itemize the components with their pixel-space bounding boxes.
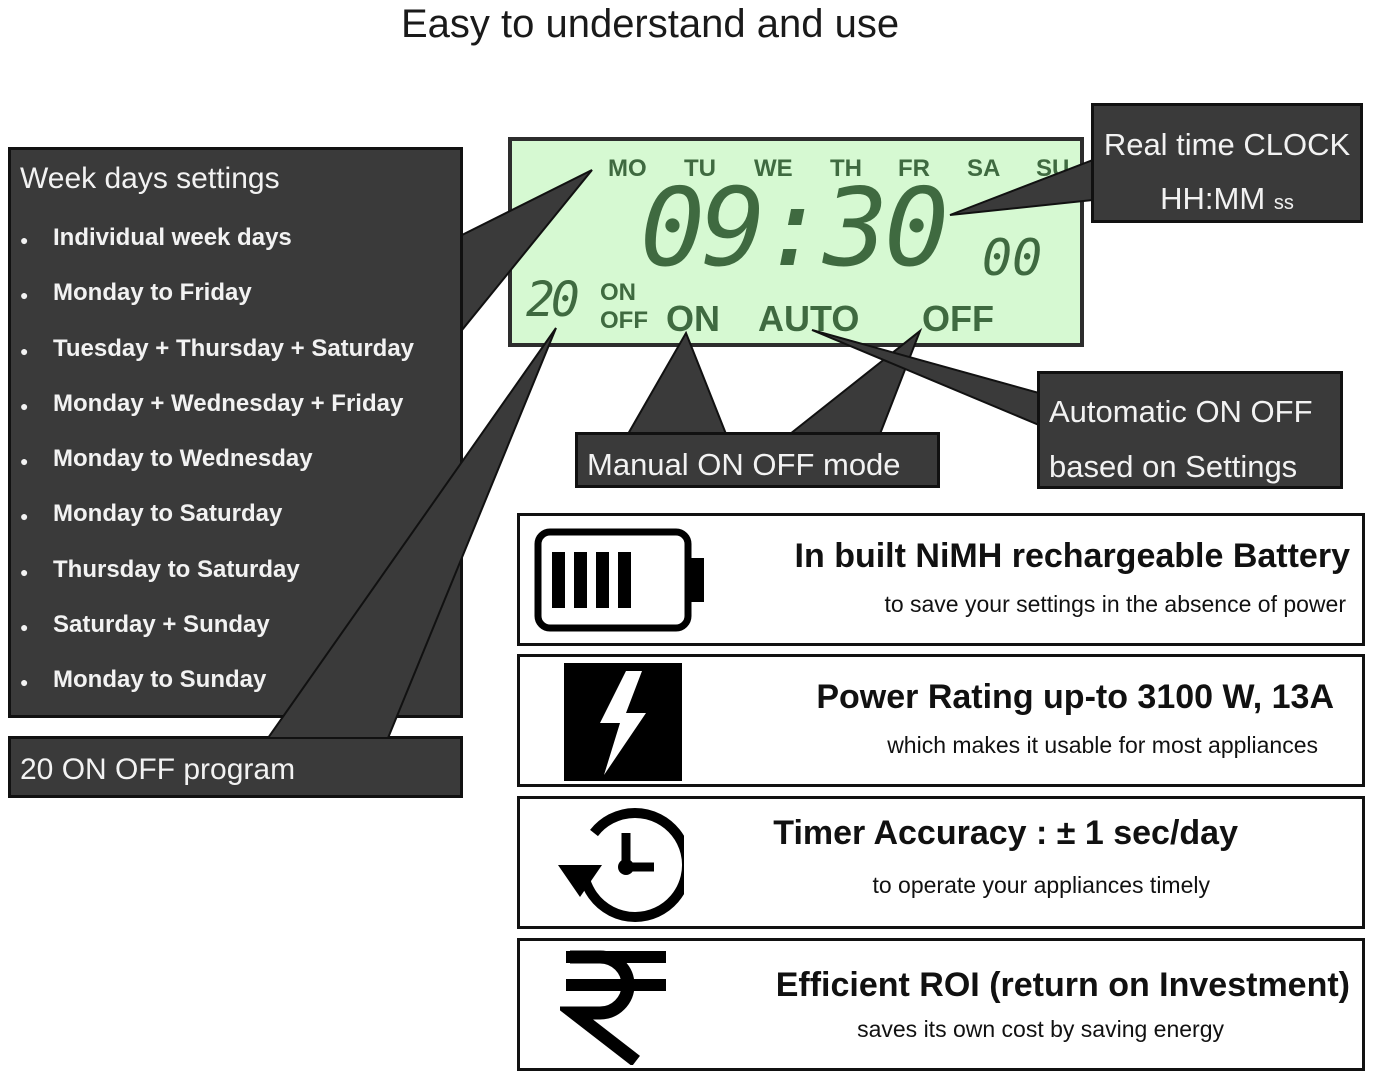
clock-seconds-format: ss (1273, 192, 1294, 214)
day-th: TH (830, 155, 862, 182)
clock-callout: Real time CLOCK HH:MM ss (1091, 103, 1363, 223)
feature-title: Efficient ROI (return on Investment) (775, 966, 1350, 1004)
list-item: ●Monday to Wednesday (20, 445, 313, 473)
automatic-callout: Automatic ON OFF based on Settings (1037, 371, 1343, 489)
list-item: ●Monday to Sunday (20, 666, 267, 694)
program-callout: 20 ON OFF program (8, 736, 463, 798)
list-item-label: Monday to Friday (53, 279, 252, 307)
feature-title: In built NiMH rechargeable Battery (794, 537, 1350, 575)
list-item-label: Monday to Sunday (53, 666, 267, 694)
list-item: ●Thursday to Saturday (20, 555, 300, 583)
list-item-label: Monday to Saturday (53, 500, 283, 528)
list-item-label: Saturday + Sunday (53, 611, 270, 639)
automatic-line1: Automatic ON OFF (1049, 394, 1313, 429)
feature-subtitle: to operate your appliances timely (872, 872, 1210, 898)
feature-subtitle: to save your settings in the absence of … (884, 591, 1346, 617)
lcd-time: 09:30 (640, 166, 949, 291)
lcd-off-label: OFF (600, 307, 648, 334)
list-item-label: Thursday to Saturday (53, 555, 300, 583)
manual-callout: Manual ON OFF mode (575, 432, 940, 488)
pointer-manual-on (626, 330, 728, 435)
feature-power: Power Rating up-to 3100 W, 13A which mak… (517, 654, 1365, 787)
feature-subtitle: saves its own cost by saving energy (857, 1016, 1224, 1042)
page-title: Easy to understand and use (400, 2, 900, 46)
list-item: ●Monday to Friday (20, 279, 252, 307)
weekdays-callout: Week days settings ●Individual week days… (8, 147, 463, 718)
lightning-icon (564, 663, 682, 781)
feature-title: Timer Accuracy : ± 1 sec/day (773, 814, 1238, 852)
lcd-on-label: ON (600, 279, 636, 306)
lcd-program-count: 20 (526, 272, 580, 328)
list-item: ●Monday to Saturday (20, 500, 283, 528)
clock-line1: Real time CLOCK (1103, 127, 1351, 162)
battery-icon (534, 528, 704, 632)
list-item-label: Monday to Wednesday (53, 445, 313, 473)
lcd-mode-on: ON (666, 298, 720, 339)
feature-accuracy: Timer Accuracy : ± 1 sec/day to operate … (517, 796, 1365, 929)
day-su: SU (1036, 155, 1070, 182)
list-item: ●Individual week days (20, 224, 292, 251)
list-item: ●Saturday + Sunday (20, 611, 270, 639)
feature-title: Power Rating up-to 3100 W, 13A (816, 678, 1334, 716)
clock-line2: HH:MM ss (1094, 172, 1360, 230)
day-tu: TU (684, 155, 716, 182)
rupee-icon (560, 950, 666, 1065)
weekdays-heading: Week days settings (20, 162, 280, 195)
lcd-display: MO TU WE TH FR SA SU 09:30 00 20 ON OFF … (508, 137, 1084, 347)
list-item-label: Tuesday + Thursday + Saturday (53, 334, 415, 362)
automatic-line2: based on Settings (1049, 449, 1298, 484)
list-item: ●Monday + Wednesday + Friday (20, 389, 404, 417)
list-item-label: Individual week days (53, 224, 292, 251)
day-mo: MO (608, 155, 647, 182)
clock-format: HH:MM (1160, 181, 1266, 216)
clock-history-icon (558, 807, 684, 922)
day-sa: SA (967, 155, 1001, 182)
day-we: WE (754, 155, 793, 182)
lcd-seconds: 00 (982, 229, 1043, 287)
feature-subtitle: which makes it usable for most appliance… (887, 732, 1318, 758)
day-fr: FR (898, 155, 930, 182)
lcd-mode-auto: AUTO (758, 298, 860, 339)
lcd-mode-off: OFF (922, 298, 994, 339)
weekdays-list: ●Individual week days ●Monday to Friday … (11, 224, 414, 722)
list-item-label: Monday + Wednesday + Friday (53, 389, 404, 417)
feature-roi: Efficient ROI (return on Investment) sav… (517, 938, 1365, 1071)
list-item: ●Tuesday + Thursday + Saturday (20, 334, 415, 362)
feature-battery: In built NiMH rechargeable Battery to sa… (517, 513, 1365, 646)
